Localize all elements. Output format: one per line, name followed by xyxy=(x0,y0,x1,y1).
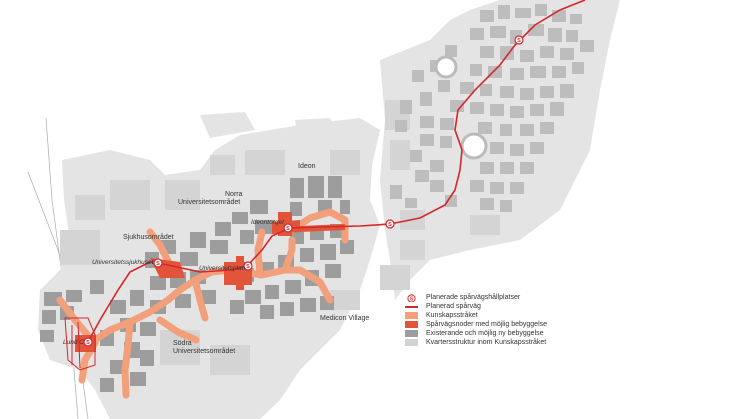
legend-swatch xyxy=(405,312,418,319)
svg-text:S: S xyxy=(286,226,290,232)
svg-text:S: S xyxy=(388,222,392,228)
legend-label: Existerande och möjlig ny bebyggelse xyxy=(426,330,544,337)
stop-lund-c: S xyxy=(83,337,93,347)
label-universitetsomradet-norra: Universitetsområdet xyxy=(178,199,241,206)
label-ideon: Ideon xyxy=(298,163,316,170)
label-universitetssjukhuset: Universitetssjukhuset xyxy=(92,259,154,266)
tram-stops: S S S S S S xyxy=(83,35,524,347)
legend-item-stops: S Planerade spårvägshållplatser xyxy=(403,293,547,302)
northeast-buildings xyxy=(390,4,594,212)
label-norra: Norra xyxy=(225,191,243,198)
legend-swatch xyxy=(405,321,418,328)
stop-universitetssjukhuset: S xyxy=(153,258,163,268)
label-universitetsplan: Universitetsplan xyxy=(199,265,246,272)
legend-item-tram-line: Planerad spårväg xyxy=(403,302,547,311)
stop-universitetsplan: S xyxy=(243,261,253,271)
svg-text:S: S xyxy=(86,340,90,346)
label-ideontorget: Ideontorget xyxy=(251,219,284,226)
legend-item-blocks: Kvartersstruktur inom Kunskapsstråket xyxy=(403,338,547,347)
tram-stop-icon: S xyxy=(407,294,416,302)
legend-label: Planerad spårväg xyxy=(426,303,481,310)
stop-east: S xyxy=(385,219,395,229)
svg-text:S: S xyxy=(246,264,250,270)
label-universitetsomradet-sodra: Universitetsområdet xyxy=(173,348,236,355)
legend-line-swatch xyxy=(405,306,418,308)
stop-northeast: S xyxy=(514,35,524,45)
legend-label: Planerade spårvägshållplatser xyxy=(426,294,521,301)
label-lund-c: Lund C xyxy=(63,339,84,346)
svg-text:S: S xyxy=(517,38,521,44)
legend-item-nodes: Spårvägsnoder med möjlig bebyggelse xyxy=(403,320,547,329)
legend-label: Spårvägsnoder med möjlig bebyggelse xyxy=(426,321,548,328)
label-sjukhusomradet: Sjukhusområdet xyxy=(123,234,174,241)
stop-ideontorget: S xyxy=(283,223,293,233)
legend-swatch xyxy=(405,330,418,337)
legend-swatch xyxy=(405,339,418,346)
legend-label: Kvartersstruktur inom Kunskapsstråket xyxy=(426,339,547,346)
label-sodra: Södra xyxy=(173,340,192,347)
label-medicon-village: Medicon Village xyxy=(320,315,370,322)
map-legend: S Planerade spårvägshållplatser Planerad… xyxy=(403,293,547,347)
legend-item-corridor: Kunskapsstråket xyxy=(403,311,547,320)
legend-label: Kunskapsstråket xyxy=(426,312,478,319)
lund-station-outline xyxy=(64,317,96,371)
svg-text:S: S xyxy=(156,261,160,267)
legend-item-buildings: Existerande och möjlig ny bebyggelse xyxy=(403,329,547,338)
svg-text:S: S xyxy=(410,296,414,302)
